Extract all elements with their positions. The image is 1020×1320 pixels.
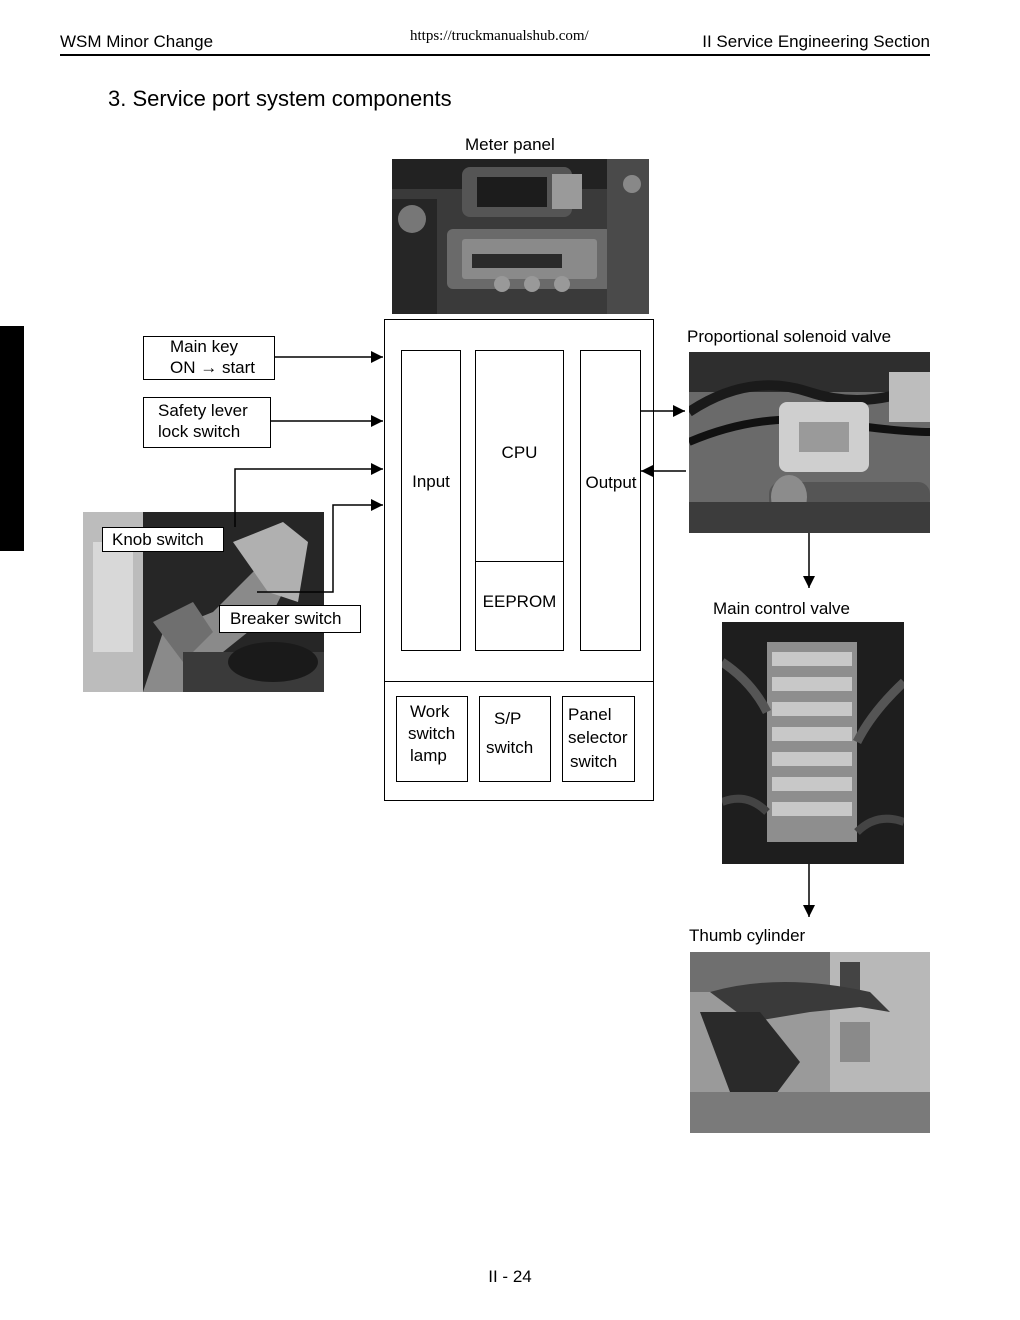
solenoid-valve-photo — [689, 352, 930, 533]
panel-selector-line3: switch — [570, 752, 618, 771]
sp-switch-box — [479, 696, 551, 782]
safety-lever-box — [143, 397, 271, 448]
cpu-block — [475, 350, 564, 651]
header-right: II Service Engineering Section — [702, 32, 930, 51]
main-control-valve-label: Main control valve — [713, 599, 851, 618]
breaker-switch-label: Breaker switch — [230, 609, 342, 628]
panel-selector-line1: Panel — [568, 705, 612, 724]
header-rule — [60, 54, 930, 56]
thumb-cylinder-label: Thumb cylinder — [689, 926, 806, 945]
cpu-eeprom-divider — [475, 561, 564, 562]
output-block — [580, 350, 641, 651]
header-url[interactable]: https://truckmanualshub.com/ — [410, 28, 589, 44]
meter-panel-label: Meter panel — [465, 135, 555, 154]
work-switch-lamp-line3: lamp — [410, 746, 447, 765]
cpu-label: CPU — [501, 443, 538, 462]
main-key-box — [143, 336, 275, 380]
safety-lever-line2: lock switch — [158, 422, 241, 441]
work-switch-lamp-line1: Work — [410, 702, 450, 721]
sp-switch-line1: S/P — [494, 709, 522, 728]
sp-switch-line2: switch — [486, 738, 534, 757]
work-switch-lamp-box — [396, 696, 468, 782]
panel-selector-line2: selector — [568, 728, 628, 747]
knob-switch-box — [102, 527, 224, 552]
controller-divider — [384, 681, 654, 682]
proportional-solenoid-valve-label: Proportional solenoid valve — [687, 327, 892, 346]
main-key-line1: Main key — [170, 337, 239, 356]
input-label: Input — [412, 472, 450, 491]
main-control-valve-photo — [722, 622, 904, 864]
header-left: WSM Minor Change — [60, 32, 214, 51]
thumb-cylinder-photo — [690, 952, 930, 1133]
safety-lever-line1: Safety lever — [158, 401, 248, 420]
breaker-switch-box — [219, 605, 361, 633]
input-block — [401, 350, 461, 651]
eeprom-label: EEPROM — [482, 592, 557, 611]
knob-switch-label: Knob switch — [112, 530, 204, 549]
side-tab-marker — [0, 326, 24, 551]
panel-selector-switch-box — [562, 696, 635, 782]
work-switch-lamp-line2: switch — [408, 724, 456, 743]
output-label: Output — [585, 473, 637, 492]
section-title: 3. Service port system components — [108, 86, 452, 111]
page-number: II - 24 — [488, 1267, 532, 1286]
main-key-line2: ON → start — [170, 358, 256, 377]
meter-panel-photo — [392, 159, 649, 314]
